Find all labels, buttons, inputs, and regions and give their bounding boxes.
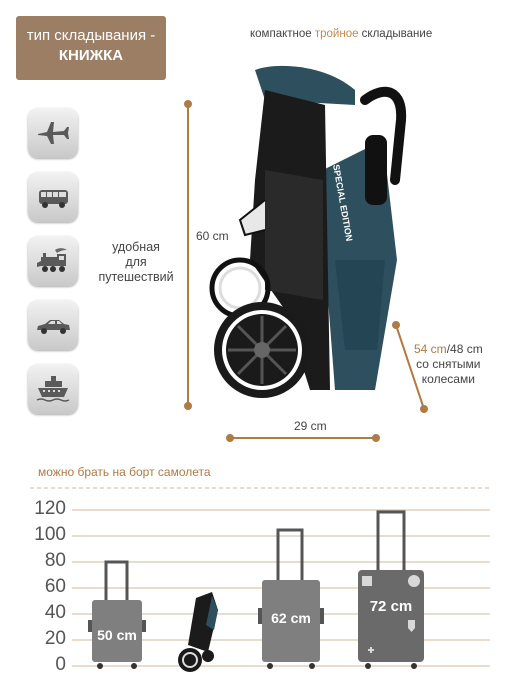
headline-post: складывание [358, 28, 433, 40]
car-tile [28, 300, 78, 350]
suitcase-62 [258, 528, 324, 669]
fold-type-label: тип складывания - [26, 27, 156, 44]
headline-pre: компактное [250, 28, 315, 40]
tick-label-20: 20 [44, 628, 66, 649]
suitcase-62-label: 62 cm [271, 610, 311, 626]
travel-note-line1: удобная [112, 240, 160, 254]
tick-label-40: 40 [44, 602, 66, 623]
airplane-tile [28, 108, 78, 158]
fold-type-value: КНИЖКА [58, 47, 124, 64]
height-label: 60 cm [196, 229, 229, 243]
suitcase-50 [88, 560, 146, 669]
dimension-lines [184, 100, 428, 442]
suitcase-72 [358, 510, 424, 669]
carry-on-comparison [30, 487, 490, 672]
fold-type-badge: тип складывания - КНИЖКА [16, 16, 166, 80]
carry-on-label: можно брать на борт самолета [38, 465, 211, 479]
depth-value: 54 cm [414, 342, 447, 356]
train-icon [37, 248, 67, 272]
car-icon [37, 320, 70, 334]
ship-icon [36, 376, 70, 402]
tick-label-60: 60 [44, 576, 66, 597]
height-dimension-line [184, 100, 192, 410]
tick-label-0: 0 [55, 654, 66, 675]
headline: компактное тройное складывание [250, 28, 432, 40]
bus-icon [39, 190, 68, 208]
travel-note: удобная для путешествий [96, 240, 176, 285]
travel-note-line3: путешествий [98, 270, 174, 284]
tick-label-120: 120 [34, 498, 66, 519]
suitcase-72-label: 72 cm [369, 598, 413, 615]
depth-note-line2: колесами [421, 372, 475, 386]
width-label: 29 cm [294, 419, 327, 433]
folded-stroller-image: SPECIAL EDITION [209, 65, 407, 398]
tick-label-100: 100 [34, 524, 66, 545]
ship-tile [28, 364, 78, 414]
width-dimension-line [226, 434, 380, 442]
tick-label-80: 80 [44, 550, 66, 571]
depth-note-line1: со снятыми [416, 357, 481, 371]
bus-tile [28, 172, 78, 222]
headline-accent: тройное [314, 28, 359, 40]
folded-stroller-small [178, 592, 218, 672]
train-tile [28, 236, 78, 286]
travel-note-line2: для [125, 255, 147, 269]
airplane-icon [38, 122, 69, 144]
depth-label: 54 cm/48 cm со снятыми колесами [414, 342, 483, 387]
depth-value-alt: /48 cm [446, 342, 483, 356]
suitcase-50-label: 50 cm [97, 627, 137, 643]
depth-dimension-line [392, 321, 428, 413]
